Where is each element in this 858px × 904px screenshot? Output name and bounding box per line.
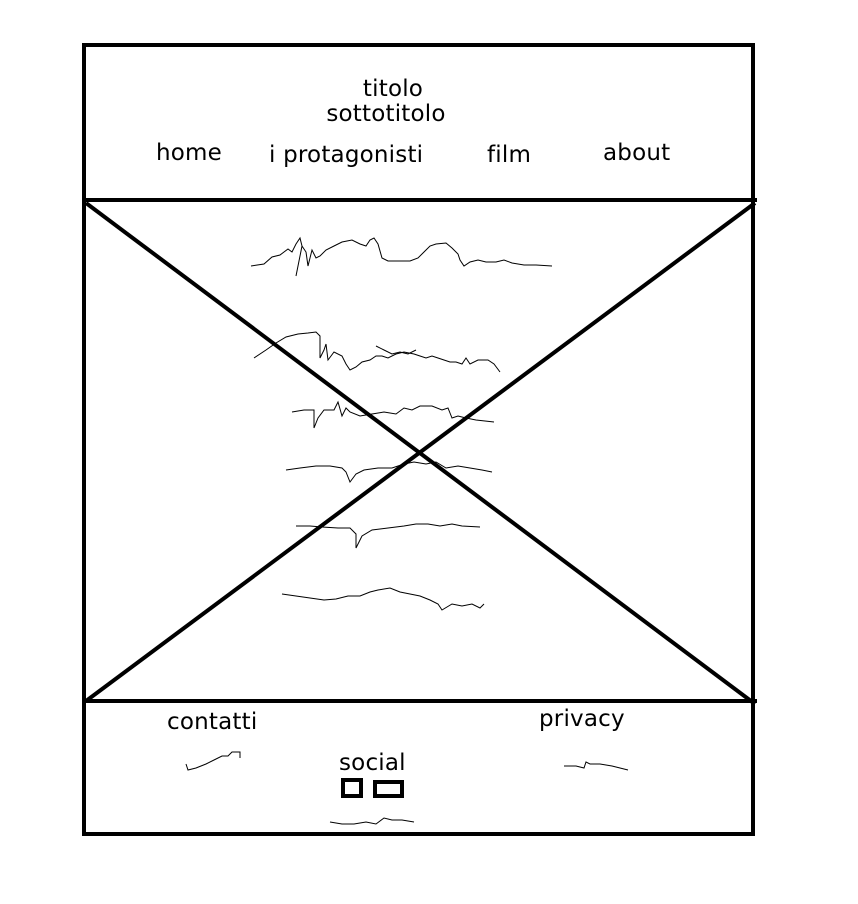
image-placeholder-cross — [84, 201, 757, 706]
social-label: social — [339, 750, 406, 776]
privacy-label[interactable]: privacy — [539, 706, 625, 732]
main-scribble-text — [250, 236, 553, 611]
scribble-line — [285, 461, 493, 484]
page-frame — [82, 43, 755, 836]
scribble-line — [375, 345, 417, 355]
contacts-label[interactable]: contatti — [167, 709, 258, 735]
page-title: titolo — [362, 76, 424, 102]
social-icon-2[interactable] — [373, 780, 404, 798]
nav-item-film[interactable]: film — [487, 142, 532, 168]
nav-item-home[interactable]: home — [156, 140, 223, 166]
social-scribble — [329, 817, 415, 825]
cross-line-2 — [84, 201, 757, 703]
social-icon-1[interactable] — [341, 778, 363, 798]
scribble-line — [296, 523, 481, 549]
nav-item-protagonisti[interactable]: i protagonisti — [269, 142, 424, 168]
privacy-scribble — [564, 761, 629, 771]
scribble-line — [291, 400, 495, 429]
footer-scribble-text — [185, 751, 629, 825]
scribble-line — [253, 331, 501, 373]
nav-item-about[interactable]: about — [603, 140, 671, 166]
scribble-line — [281, 587, 485, 611]
page-subtitle: sottotitolo — [326, 101, 446, 127]
contacts-scribble — [185, 751, 241, 771]
scribble-line — [250, 236, 553, 277]
